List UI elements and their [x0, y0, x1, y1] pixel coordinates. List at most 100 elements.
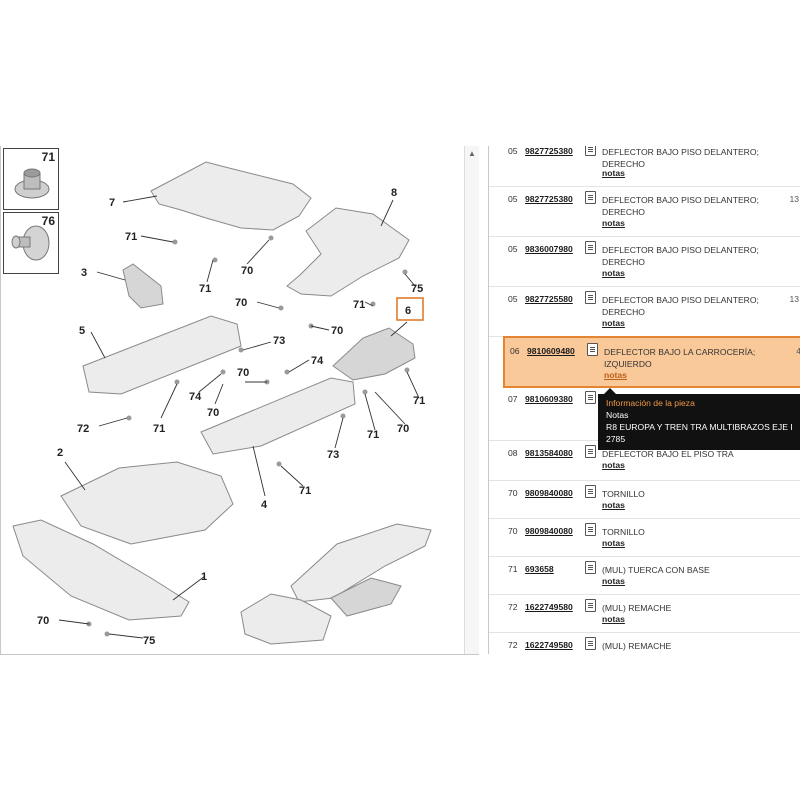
part-number-link[interactable]: 9809840080	[525, 526, 573, 536]
list-item[interactable]: 05 9827725380 DEFLECTOR BAJO PISO DELANT…	[489, 146, 800, 187]
tooltip-title: Información de la pieza	[606, 398, 695, 408]
part-number-link[interactable]: 9827725380	[525, 194, 573, 204]
callout-6-highlight	[396, 297, 424, 321]
part-description: TORNILLO	[602, 489, 645, 499]
notes-link[interactable]: notas	[602, 538, 625, 548]
document-icon[interactable]	[585, 191, 596, 204]
notes-link[interactable]: notas	[602, 218, 625, 228]
part-number-link[interactable]: 9810609380	[525, 394, 573, 404]
part-description: DEFLECTOR BAJO PISO DELANTERO; DERECHO	[602, 147, 759, 169]
notes-link[interactable]: notas	[602, 460, 625, 470]
part-ref: 06	[510, 346, 520, 356]
list-item[interactable]: 05 9827725580 DEFLECTOR BAJO PISO DELANT…	[489, 286, 800, 337]
part-description: TORNILLO	[602, 527, 645, 537]
notes-link[interactable]: notas	[604, 370, 627, 380]
part-8-shape	[286, 207, 410, 297]
part-qty: 13	[789, 194, 799, 204]
list-item[interactable]: 08 9813584080 DEFLECTOR BAJO EL PISO TRA…	[489, 440, 800, 481]
list-item[interactable]: 70 9809840080 TORNILLO notas	[489, 480, 800, 519]
document-icon[interactable]	[585, 146, 596, 156]
scroll-up-arrow-icon[interactable]: ▲	[468, 148, 476, 158]
part-7-shape	[150, 161, 312, 231]
part-number-link[interactable]: 9810609480	[527, 346, 575, 356]
document-icon[interactable]	[585, 241, 596, 254]
notes-link[interactable]: notas	[602, 614, 625, 624]
callout-5: 5	[79, 325, 85, 337]
list-item[interactable]: 71 693658 (MUL) TUERCA CON BASE notas	[489, 556, 800, 595]
push-nut-icon	[14, 168, 50, 199]
callout-71: 71	[153, 423, 165, 435]
callout-71: 71	[125, 231, 137, 243]
part-ref: 05	[508, 194, 518, 204]
callout-7: 7	[109, 197, 115, 209]
document-icon[interactable]	[585, 599, 596, 612]
list-item[interactable]: 05 9827725380 DEFLECTOR BAJO PISO DELANT…	[489, 186, 800, 237]
part-number-link[interactable]: 1622749580	[525, 640, 573, 650]
callout-71: 71	[199, 283, 211, 295]
document-icon[interactable]	[585, 391, 596, 404]
document-icon[interactable]	[585, 485, 596, 498]
part-ref: 72	[508, 640, 518, 650]
part-description: (MUL) REMACHE	[602, 641, 672, 651]
callout-70: 70	[331, 325, 343, 337]
part-ref: 05	[508, 244, 518, 254]
notes-link[interactable]: notas	[602, 318, 625, 328]
part-number-link[interactable]: 9813584080	[525, 448, 573, 458]
part-ref: 08	[508, 448, 518, 458]
list-item[interactable]: 72 1622749580 (MUL) REMACHE notas	[489, 594, 800, 633]
part-ref: 05	[508, 294, 518, 304]
part-number-link[interactable]: 1622749580	[525, 602, 573, 612]
part-description: DEFLECTOR BAJO LA CARROCERÍA; IZQUIERDO	[604, 347, 756, 369]
callout-3: 3	[81, 267, 87, 279]
list-item[interactable]: 05 9836007980 DEFLECTOR BAJO PISO DELANT…	[489, 236, 800, 287]
notes-link[interactable]: notas	[602, 168, 625, 178]
list-item[interactable]: 70 9809840080 TORNILLO notas	[489, 518, 800, 557]
callout-70: 70	[241, 265, 253, 277]
part-number-link[interactable]: 693658	[525, 564, 554, 574]
part-description: DEFLECTOR BAJO PISO DELANTERO; DERECHO	[602, 195, 759, 217]
callout-71: 71	[299, 485, 311, 497]
callout-71: 71	[413, 395, 425, 407]
callout-71: 71	[353, 299, 365, 311]
list-item[interactable]: 72 1622749580 (MUL) REMACHE	[489, 632, 800, 654]
document-icon[interactable]	[585, 561, 596, 574]
part-qty: 13	[789, 294, 799, 304]
callout-6[interactable]: 6	[405, 305, 411, 317]
callout-70: 70	[397, 423, 409, 435]
callout-74: 74	[189, 391, 202, 403]
diagram-scrollbar[interactable]: ▲	[464, 146, 479, 654]
notes-link[interactable]: notas	[602, 576, 625, 586]
part-number-link[interactable]: 9809840080	[525, 488, 573, 498]
callout-72: 72	[77, 423, 89, 435]
document-icon[interactable]	[585, 637, 596, 650]
callout-73: 73	[327, 449, 339, 461]
callout-70: 70	[207, 407, 219, 419]
exploded-parts-diagram[interactable]: 71 76	[0, 146, 479, 655]
document-icon[interactable]	[585, 291, 596, 304]
tooltip-text-2: 2785	[606, 434, 626, 444]
part-description: DEFLECTOR BAJO EL PISO TRA	[602, 449, 734, 459]
callout-1: 1	[201, 571, 207, 583]
callout-70: 70	[37, 615, 49, 627]
document-icon[interactable]	[585, 445, 596, 458]
callout-73: 73	[273, 335, 285, 347]
document-icon[interactable]	[585, 523, 596, 536]
part-number-link[interactable]: 9827725380	[525, 146, 573, 156]
loose-piece-b	[240, 593, 332, 645]
part-ref: 72	[508, 602, 518, 612]
document-icon[interactable]	[587, 343, 598, 356]
part-number-link[interactable]: 9836007980	[525, 244, 573, 254]
part-ref: 05	[508, 146, 518, 156]
part-4-shape	[200, 377, 356, 455]
callout-8: 8	[391, 187, 397, 199]
part-number-link[interactable]: 9827725580	[525, 294, 573, 304]
notes-link[interactable]: notas	[602, 500, 625, 510]
list-item-selected[interactable]: 06 9810609480 DEFLECTOR BAJO LA CARROCER…	[503, 336, 800, 388]
part-qty: 4	[796, 346, 800, 356]
inset-fastener-71[interactable]: 71	[3, 148, 59, 210]
notes-link[interactable]: notas	[602, 268, 625, 278]
tooltip-heading: Notas	[606, 410, 629, 420]
callout-70: 70	[237, 367, 249, 379]
inset-fastener-76[interactable]: 76	[3, 212, 59, 274]
inset-label: 76	[41, 214, 55, 228]
